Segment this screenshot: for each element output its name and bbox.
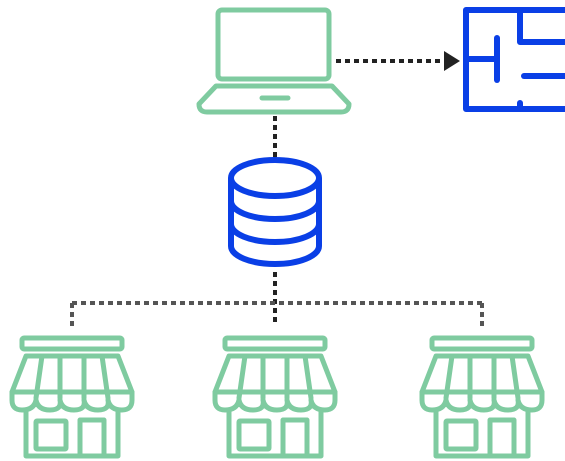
laptop-icon bbox=[196, 7, 352, 115]
connectors bbox=[70, 51, 484, 330]
arrowhead-icon bbox=[444, 51, 460, 71]
floor-plan-icon bbox=[463, 7, 565, 112]
database-icon bbox=[228, 157, 322, 267]
store-left bbox=[12, 338, 132, 456]
store-icon bbox=[12, 338, 132, 456]
store-icon bbox=[422, 338, 542, 456]
store-icon bbox=[215, 338, 335, 456]
store-right bbox=[422, 338, 542, 456]
store-center bbox=[215, 338, 335, 456]
